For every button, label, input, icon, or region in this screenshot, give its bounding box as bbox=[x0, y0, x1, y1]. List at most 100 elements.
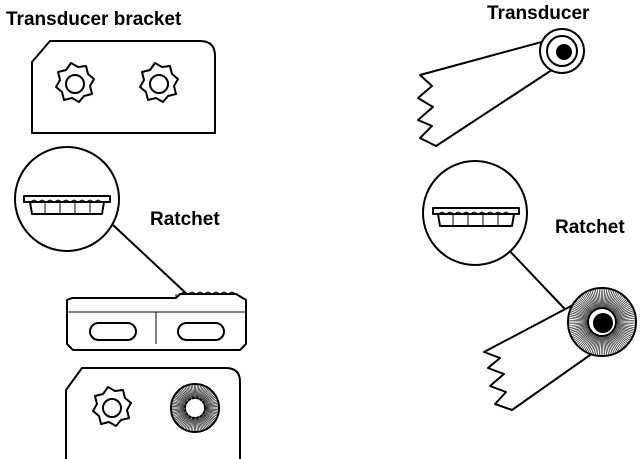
ratchet-tooth bbox=[609, 293, 620, 310]
ratchet-tooth bbox=[593, 336, 599, 354]
ratchet-tooth bbox=[612, 299, 627, 313]
ratchet-tooth bbox=[174, 396, 186, 404]
ratchet-tooth bbox=[577, 299, 592, 313]
ratchet-tooth bbox=[173, 399, 185, 405]
ratchet-tooth bbox=[603, 336, 607, 355]
ratchet-tooth bbox=[205, 404, 218, 407]
ratchet-tooth bbox=[205, 401, 218, 406]
ratchet-tooth bbox=[205, 410, 218, 415]
ratchet-tooth bbox=[569, 316, 588, 320]
ratchet-tooth bbox=[589, 335, 597, 353]
ratchet-tooth bbox=[616, 319, 635, 322]
ratchet-tooth bbox=[204, 412, 217, 418]
ratchet-tooth bbox=[179, 390, 188, 401]
ratchet-tooth bbox=[608, 292, 618, 309]
ratchet-tooth bbox=[204, 396, 216, 404]
ratchet-tooth bbox=[195, 385, 198, 398]
ratchet-tooth bbox=[570, 326, 588, 334]
ratchet-tooth bbox=[186, 418, 192, 430]
ratchet-tooth bbox=[605, 290, 611, 308]
ratchet-tooth bbox=[201, 416, 210, 427]
ratchet-tooth bbox=[183, 417, 190, 429]
ratchet-tooth bbox=[614, 305, 631, 315]
ratchet-tooth bbox=[576, 300, 591, 313]
ratchet-tooth bbox=[199, 417, 206, 429]
ratchet-tooth bbox=[189, 418, 193, 431]
ratchet-tooth bbox=[581, 333, 594, 349]
bracket-bottom-front bbox=[65, 367, 241, 459]
ratchet-tooth bbox=[586, 335, 596, 352]
ratchet-tooth bbox=[610, 295, 623, 311]
ratchet-tooth bbox=[181, 388, 190, 400]
ratchet-tooth bbox=[183, 387, 190, 399]
transducer-bottom bbox=[483, 287, 637, 411]
ratchet-tooth bbox=[575, 330, 591, 342]
ratchet-tooth bbox=[616, 314, 635, 319]
ratchet-tooth bbox=[615, 328, 632, 337]
ratchet-tooth bbox=[602, 336, 604, 355]
ratchet-tooth bbox=[569, 324, 588, 328]
ratchet-tooth bbox=[580, 296, 593, 311]
ratchet-tooth bbox=[202, 415, 211, 426]
ratchet-tooth bbox=[196, 418, 200, 431]
ratchet-tooth bbox=[606, 336, 613, 354]
ratchet-tooth bbox=[172, 406, 185, 408]
ratchet-tooth bbox=[588, 335, 597, 353]
ratchet-tooth bbox=[612, 332, 626, 346]
ratchet-tooth bbox=[204, 395, 215, 403]
ratchet-tooth bbox=[173, 411, 185, 417]
ratchet-tooth bbox=[616, 312, 634, 319]
ratchet-tooth bbox=[205, 406, 218, 408]
ratchet-tooth bbox=[205, 411, 217, 417]
ratchet-tooth bbox=[200, 416, 209, 428]
ratchet-tooth bbox=[196, 385, 200, 398]
ratchet-tooth bbox=[199, 387, 206, 399]
ratchet-tooth bbox=[175, 413, 186, 421]
ratchet-tooth bbox=[580, 333, 593, 348]
ratchet-tooth bbox=[203, 414, 214, 422]
ratchet-tooth bbox=[198, 386, 203, 398]
ratchet-tooth bbox=[577, 331, 592, 345]
ratchet-tooth bbox=[603, 289, 607, 308]
ratchet-tooth bbox=[569, 323, 588, 327]
ratchet-tooth bbox=[205, 409, 218, 414]
ratchet-tooth bbox=[569, 317, 588, 321]
ratchet-tooth bbox=[172, 409, 185, 412]
ratchet-tooth bbox=[607, 291, 616, 309]
ratchet-tooth bbox=[570, 312, 588, 319]
ratchet-tooth bbox=[602, 289, 606, 308]
ratchet-tooth bbox=[615, 327, 633, 336]
ratchet-tooth bbox=[606, 290, 613, 308]
ratchet-tooth bbox=[584, 334, 595, 351]
ratchet-tooth bbox=[608, 335, 618, 352]
ratchet-tooth bbox=[202, 390, 211, 401]
ratchet-tooth bbox=[200, 388, 209, 400]
ratchet-tooth bbox=[205, 402, 218, 407]
ratchet-tooth bbox=[187, 386, 192, 398]
ratchet-tooth bbox=[615, 308, 633, 317]
transducer-bracket-top bbox=[31, 40, 216, 134]
ratchet-tooth bbox=[174, 412, 186, 420]
ratchet-tooth bbox=[204, 413, 215, 421]
ratchet-tooth bbox=[569, 314, 588, 319]
ratchet-tooth bbox=[178, 391, 188, 401]
ratchet-tooth bbox=[613, 331, 628, 344]
ratchet-tooth bbox=[204, 398, 217, 404]
ratchet-tooth bbox=[588, 291, 597, 309]
ratchet-tooth bbox=[180, 389, 189, 400]
ratchet-tooth bbox=[203, 394, 214, 402]
ratchet-tooth bbox=[198, 418, 203, 430]
transducer-bracket-label: Transducer bracket bbox=[6, 9, 182, 30]
ratchet-tooth bbox=[187, 418, 192, 430]
ratchet-tooth bbox=[569, 319, 588, 322]
ratchet-tooth bbox=[570, 310, 588, 318]
ratchet-tooth bbox=[197, 418, 201, 431]
ratchet-tooth bbox=[583, 334, 594, 350]
ratchet-tooth bbox=[190, 418, 194, 431]
ratchet-tooth bbox=[612, 298, 626, 312]
ratchet-tooth bbox=[610, 294, 621, 310]
ratchet-tooth bbox=[172, 401, 185, 406]
ratchet-tooth bbox=[205, 408, 218, 410]
ratchet-tooth bbox=[176, 394, 187, 402]
ratchet-tooth bbox=[190, 385, 194, 398]
